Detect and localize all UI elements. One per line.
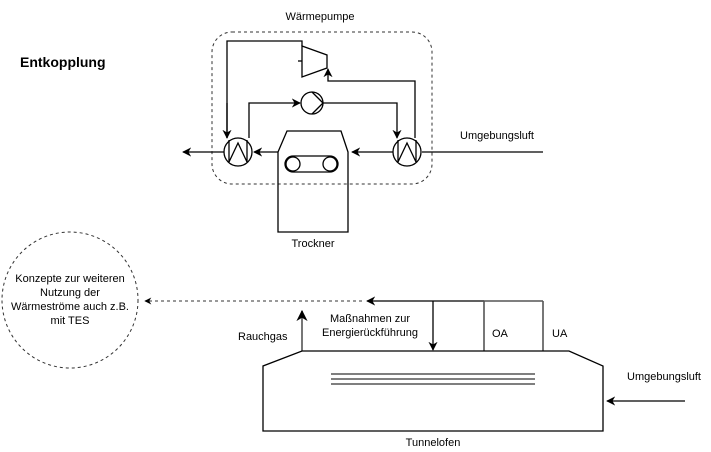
pump-glyph-bottom <box>311 102 324 115</box>
tunnel-kiln-label: Tunnelofen <box>406 437 461 449</box>
concept-line-4: mit TES <box>51 315 90 327</box>
tunnel-kiln-body <box>262 350 604 432</box>
refrigerant-line-right-outer <box>323 68 416 138</box>
flue-gas-label: Rauchgas <box>238 331 288 343</box>
heat-exchanger-right-glyph <box>397 140 417 163</box>
kiln-ambient-air-label: Umgebungsluft <box>627 371 701 383</box>
dryer-roller-left <box>285 156 301 172</box>
refrigerant-line-left-outer <box>226 40 303 138</box>
recovery-label-1: Maßnahmen zur <box>330 313 410 325</box>
pump-icon <box>300 91 324 115</box>
recovery-label-2: Energierückführung <box>322 327 418 339</box>
dryer-label: Trockner <box>292 238 335 250</box>
zone-oa-label: OA <box>492 328 509 340</box>
heat-exchanger-left-glyph <box>228 140 248 163</box>
dryer-ambient-air-label: Umgebungsluft <box>460 130 534 142</box>
heat-pump-label: Wärmepumpe <box>285 11 354 23</box>
zone-ua-label: UA <box>552 328 568 340</box>
concept-line-1: Konzepte zur weiteren <box>15 273 124 285</box>
heat-pump-boundary <box>211 31 433 185</box>
refrigerant-line-left-inner <box>248 98 301 138</box>
diagram-title: Entkopplung <box>20 54 106 70</box>
pump-glyph-top <box>311 91 324 104</box>
concept-line-2: Nutzung der <box>40 287 100 299</box>
dryer-body <box>277 130 349 233</box>
compressor-icon <box>301 45 328 78</box>
concept-line-3: Wärmeströme auch z.B. <box>11 301 129 313</box>
dryer-conveyor <box>284 155 339 173</box>
dryer-roller-right <box>322 156 338 172</box>
concept-circle <box>1 231 139 369</box>
refrigerant-line-right-inner <box>323 102 402 139</box>
